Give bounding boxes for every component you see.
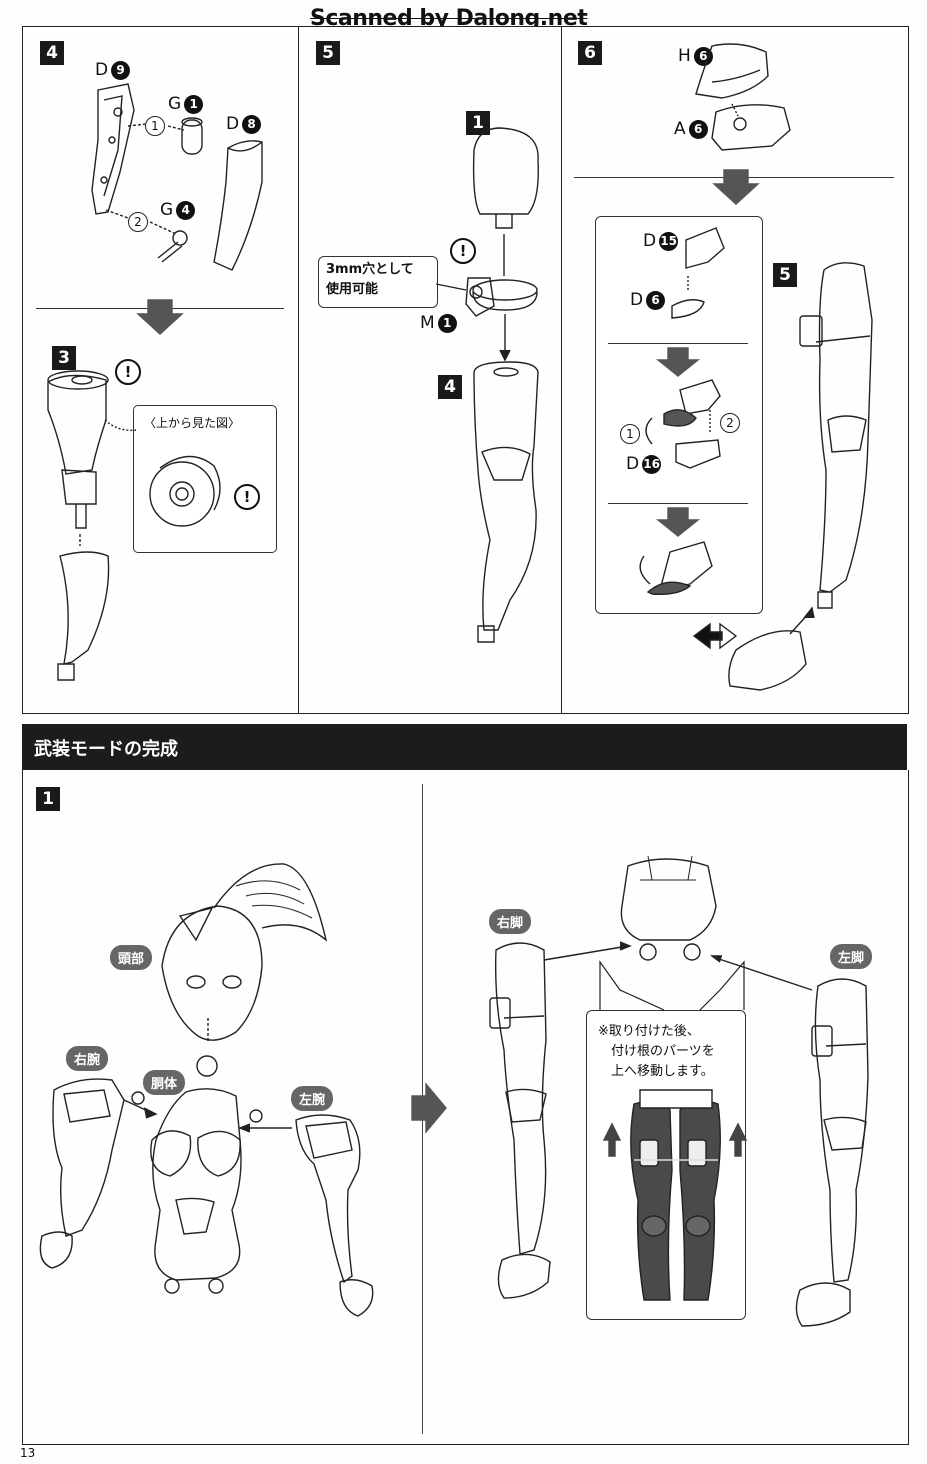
step-number-6: 6	[578, 41, 602, 65]
section-title: 武装モードの完成	[34, 739, 178, 760]
waist-figure	[620, 858, 717, 941]
down-arrow	[656, 507, 700, 537]
up-arrow	[602, 1122, 622, 1157]
tag-right-arm: 右腕	[66, 1046, 109, 1071]
panel-final-assembly	[22, 770, 909, 1445]
tag-left-leg: 左脚	[830, 944, 873, 969]
right-arm-figure	[52, 1078, 125, 1237]
panel-step-5	[298, 26, 563, 714]
tag-torso: 胴体	[143, 1070, 186, 1095]
hole-note: 3mm穴として使用可能	[326, 262, 414, 297]
forearm-part	[59, 551, 110, 665]
tag-left-arm: 左腕	[291, 1086, 334, 1111]
part-number-5: 5	[773, 263, 797, 287]
down-arrow	[656, 347, 700, 377]
order-mark-1: 1	[145, 116, 165, 136]
hole-note-box	[318, 256, 438, 308]
down-arrow	[712, 169, 760, 205]
step-divider	[608, 503, 748, 504]
step-number-5: 5	[316, 41, 340, 65]
step-number-1: 1	[36, 787, 60, 811]
top-view-caption: 〈上から見た図〉	[144, 416, 241, 430]
upper-arm-part	[47, 374, 107, 475]
left-arm-figure	[295, 1114, 361, 1284]
order-mark-2: 2	[720, 413, 740, 433]
move-note: ※取り付けた後、 付け根のパーツを 上へ移動します。	[598, 1024, 715, 1079]
right-foot	[497, 1253, 551, 1299]
order-mark-1: 1	[620, 424, 640, 444]
warning-icon: !	[450, 238, 476, 264]
head-figure	[161, 905, 263, 1041]
leg-part	[818, 262, 873, 593]
arm-cover-part	[213, 140, 263, 271]
section-header: 武装モードの完成	[22, 724, 907, 770]
leg-part	[473, 361, 539, 631]
warning-icon: !	[115, 359, 141, 385]
order-mark-2: 2	[128, 212, 148, 232]
tag-right-leg: 右脚	[489, 909, 532, 934]
shoe-part	[728, 630, 807, 691]
shoe-part-a6	[711, 104, 791, 151]
step-number-3: 3	[52, 346, 76, 370]
up-arrow	[728, 1122, 748, 1157]
arm-frame-part	[91, 83, 135, 215]
torso-figure	[152, 1088, 242, 1281]
right-arrow	[411, 1082, 447, 1134]
step-number-4: 4	[40, 41, 64, 65]
head-peg-part	[472, 127, 539, 215]
left-foot	[795, 1282, 851, 1327]
top-view-box	[133, 405, 277, 553]
pin-part-g4	[157, 241, 183, 263]
step-divider	[608, 343, 748, 344]
right-leg-figure	[494, 942, 547, 1255]
page-number: 13	[20, 1446, 36, 1460]
part-number-4: 4	[438, 375, 462, 399]
swap-arrow	[692, 622, 723, 650]
down-arrow	[136, 299, 184, 335]
joint-part-g1	[181, 119, 203, 155]
warning-icon: !	[234, 484, 260, 510]
tag-head: 頭部	[110, 945, 153, 970]
part-number-1: 1	[466, 111, 490, 135]
left-leg-figure	[814, 978, 869, 1283]
shoe-part-h6	[695, 43, 769, 99]
base-plate-part	[472, 279, 538, 301]
